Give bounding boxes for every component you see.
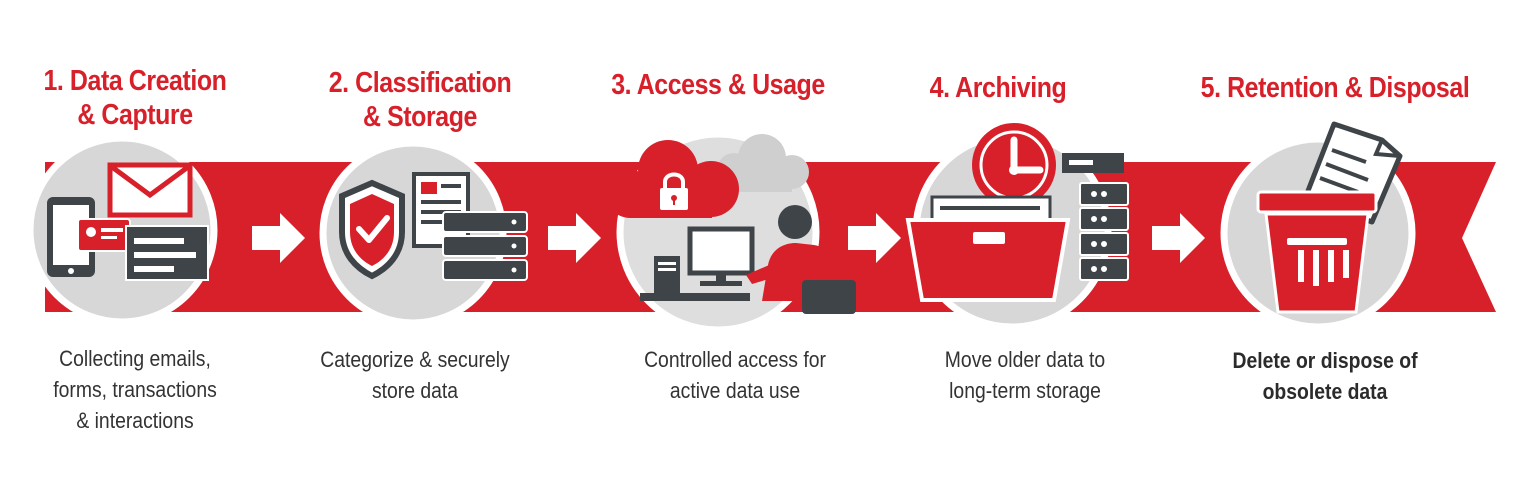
- id-card-icon: [77, 218, 131, 252]
- step-3-title: 3. Access & Usage: [606, 68, 830, 102]
- step-4-desc-line1: Move older data to: [944, 347, 1106, 372]
- step-3-desc-line2: active data use: [669, 378, 801, 403]
- step-2-title: 2. Classification & Storage: [317, 66, 523, 134]
- step-5-title-line1: 5. Retention & Disposal: [1200, 72, 1470, 104]
- step-2-icons: [339, 172, 528, 281]
- step-4-desc-line2: long-term storage: [949, 378, 1101, 403]
- step-5-title: 5. Retention & Disposal: [1176, 71, 1494, 105]
- step-1-title: 1. Data Creation & Capture: [36, 64, 234, 132]
- step-1-desc-line3: & interactions: [76, 408, 194, 433]
- shield-check-icon: [339, 179, 405, 280]
- archive-box-icon: [905, 195, 1071, 302]
- server-icon: [1062, 153, 1129, 281]
- step-1-desc-line2: forms, transactions: [53, 377, 217, 402]
- clock-icon: [972, 123, 1056, 207]
- trash-bin-icon: [1256, 190, 1378, 314]
- step-3-title-line1: 3. Access & Usage: [611, 69, 825, 101]
- arrow-right-icon: [252, 213, 305, 263]
- gray-cloud: [717, 134, 809, 192]
- server-icon: [442, 211, 528, 281]
- step-4-icons: [905, 123, 1129, 302]
- step-3-desc-line1: Controlled access for: [644, 347, 826, 372]
- step-2-desc-line2: store data: [371, 378, 459, 403]
- form-icon: [125, 225, 209, 281]
- step-5-desc-line2: obsolete data: [1262, 379, 1388, 404]
- step-4-title-line1: 4. Archiving: [929, 72, 1067, 104]
- step-4-description: Move older data to long-term storage: [906, 344, 1144, 406]
- step-1-title-line2: & Capture: [77, 99, 193, 131]
- step-5-description: Delete or dispose of obsolete data: [1197, 345, 1452, 407]
- step-2-description: Categorize & securely store data: [296, 344, 534, 406]
- step-1-icons: [47, 162, 209, 281]
- arrow-right-icon: [1152, 213, 1205, 263]
- step-1-desc-line1: Collecting emails,: [59, 346, 211, 371]
- step-3-description: Controlled access for active data use: [607, 344, 862, 406]
- step-2-title-line1: 2. Classification: [328, 67, 512, 99]
- arrow-right-icon: [848, 213, 901, 263]
- step-1-description: Collecting emails, forms, transactions &…: [29, 343, 240, 436]
- step-2-desc-line1: Categorize & securely: [320, 347, 510, 372]
- step-5-icons: [1256, 121, 1403, 314]
- step-5-desc-line1: Delete or dispose of: [1232, 348, 1418, 373]
- document-icon: [412, 172, 470, 248]
- user-at-computer-icon: [640, 205, 856, 314]
- step-3-icons: [606, 134, 856, 314]
- step-4-title: 4. Archiving: [903, 71, 1092, 105]
- arrow-right-icon: [548, 213, 601, 263]
- cloud-lock-icon: [606, 140, 739, 218]
- flow-arrows: [252, 213, 1205, 263]
- step-2-title-line2: & Storage: [363, 101, 477, 133]
- step-1-title-line1: 1. Data Creation: [43, 65, 227, 97]
- envelope-icon: [107, 162, 193, 218]
